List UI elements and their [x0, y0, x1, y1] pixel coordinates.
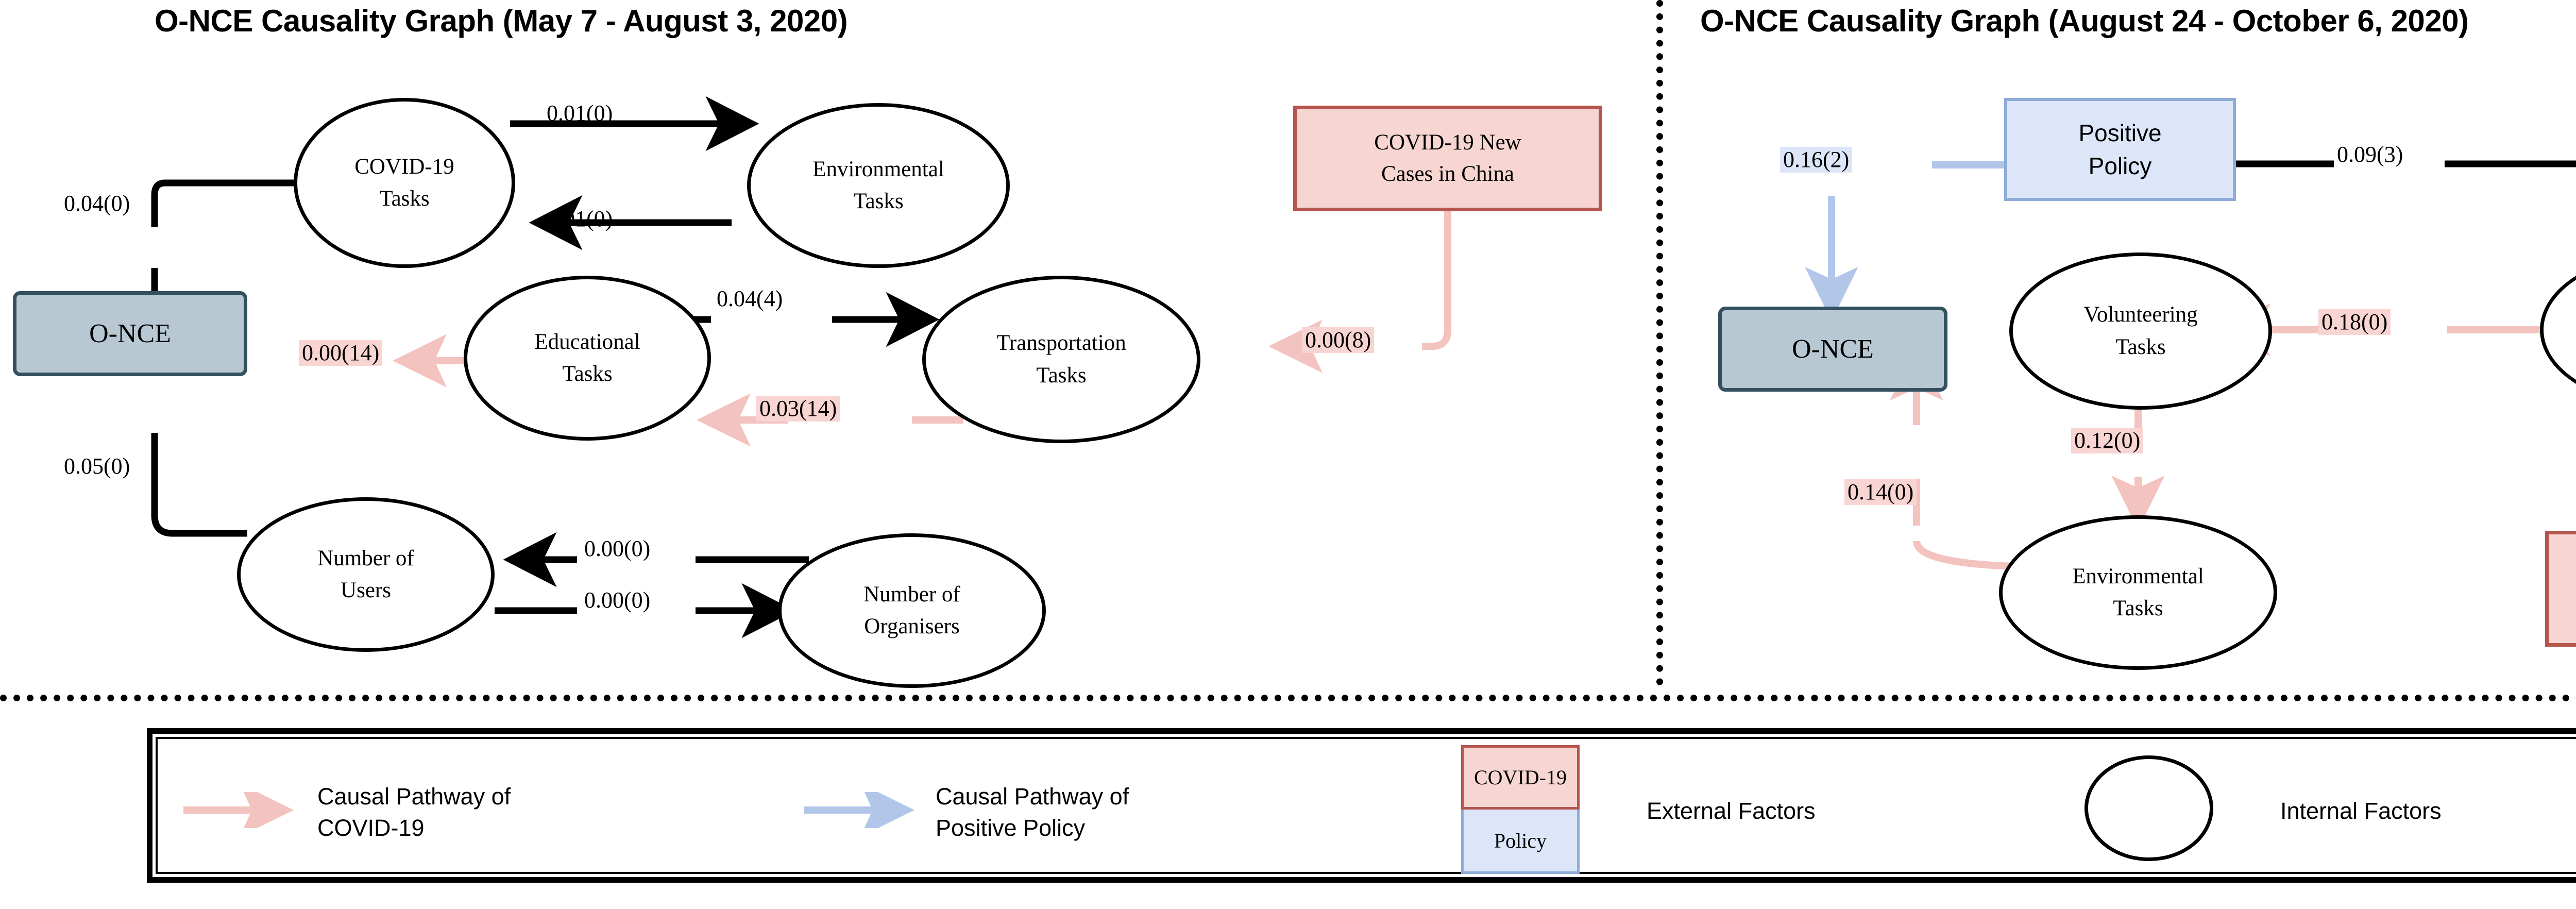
node-positive-policy-line1: Positive — [2078, 119, 2162, 146]
legend-external-factor-swatch: COVID-19 Policy — [1461, 745, 1580, 874]
edge-covidcases-to-transtasks-seg1 — [1422, 210, 1451, 350]
edge-users-to-once — [151, 433, 247, 537]
node-once-right[interactable]: O-NCE — [1718, 307, 1947, 392]
edge-label-covidtasks-once: 0.04(0) — [64, 191, 130, 216]
edge-label-env-once: 0.14(0) — [1844, 479, 1917, 506]
node-environmental-tasks-right-line2: Tasks — [2113, 596, 2163, 620]
horizontal-legend-divider — [0, 695, 2576, 701]
edge-label-organisers-users: 0.00(0) — [584, 536, 651, 561]
node-number-of-organisers-line2: Organisers — [864, 614, 960, 638]
edge-covidtasks-to-once-seg1 — [151, 179, 299, 227]
node-volunteering-tasks-line1: Volunteering — [2083, 302, 2198, 327]
node-transportation-tasks-line2: Tasks — [1036, 363, 1087, 388]
edge-policy-to-users-seg2 — [2445, 160, 2576, 167]
edge-label-transtasks-edutasks: 0.03(14) — [756, 396, 840, 422]
node-number-of-users-left[interactable]: Number of Users — [237, 497, 495, 652]
node-covid-new-cases-left[interactable]: COVID-19 New Cases in China — [1293, 106, 1602, 211]
node-environmental-tasks-left[interactable]: Environmental Tasks — [747, 103, 1010, 268]
node-environmental-tasks-right-line1: Environmental — [2072, 564, 2204, 588]
legend-internal-factors-label: Internal Factors — [2280, 798, 2442, 824]
edge-label-volunteering-env: 0.12(0) — [2071, 428, 2144, 454]
node-covid-new-cases-right[interactable]: COVID-19 New Cases in China — [2545, 531, 2576, 647]
edge-label-envtasks-covidtasks: 0.01(0) — [547, 206, 613, 231]
node-covid19-tasks[interactable]: COVID-19 Tasks — [294, 98, 515, 268]
legend-policy-pathway-line1: Causal Pathway of — [936, 783, 1129, 810]
edge-label-users-organisers: 0.00(0) — [584, 587, 651, 613]
legend-covid-pathway-line2: COVID-19 — [317, 814, 425, 841]
node-volunteering-tasks[interactable]: Volunteering Tasks — [2009, 252, 2272, 410]
node-number-of-organisers-line1: Number of — [863, 582, 960, 607]
node-once-right-label: O-NCE — [1792, 334, 1874, 364]
node-number-of-users-left-line1: Number of — [317, 546, 414, 570]
node-covid19-tasks-line1: COVID-19 — [354, 154, 454, 179]
left-panel-title: O-NCE Causality Graph (May 7 - August 3,… — [155, 4, 848, 38]
legend-policy-pathway-line2: Positive Policy — [936, 814, 1086, 841]
node-educational-tasks-line2: Tasks — [562, 362, 613, 386]
edge-label-users-once: 0.05(0) — [64, 453, 130, 479]
node-number-of-organisers[interactable]: Number of Organisers — [778, 533, 1046, 688]
node-environmental-tasks-right[interactable]: Environmental Tasks — [1999, 515, 2277, 670]
node-positive-policy-line2: Policy — [2088, 153, 2152, 179]
node-transportation-tasks[interactable]: Transportation Tasks — [922, 276, 1200, 443]
node-volunteering-tasks-line2: Tasks — [2115, 334, 2166, 359]
edge-label-edutasks-once: 0.00(14) — [299, 340, 383, 366]
node-number-of-users-left-line2: Users — [341, 578, 391, 602]
legend-internal-factor-ellipse-icon — [2084, 755, 2213, 861]
edge-label-users-volunteering: 0.18(0) — [2318, 309, 2391, 335]
legend-external-covid-swatch: COVID-19 — [1461, 745, 1580, 810]
legend-policy-pathway-text: Causal Pathway of Positive Policy — [936, 781, 1129, 844]
right-panel-title: O-NCE Causality Graph (August 24 - Octob… — [1700, 4, 2469, 38]
edge-label-policy-once: 0.16(2) — [1780, 147, 1853, 173]
node-covid-new-cases-left-line1: COVID-19 New — [1374, 130, 1521, 155]
node-environmental-tasks-left-line2: Tasks — [853, 189, 904, 213]
legend-external-policy-swatch: Policy — [1461, 810, 1580, 874]
node-covid19-tasks-line2: Tasks — [379, 187, 430, 211]
legend-panel: Causal Pathway of COVID-19 Causal Pathwa… — [147, 728, 2576, 883]
node-positive-policy[interactable]: Positive Policy — [2004, 98, 2236, 201]
vertical-panel-divider — [1656, 0, 1663, 685]
node-once-left[interactable]: O-NCE — [13, 291, 247, 376]
legend-external-factors-label: External Factors — [1647, 798, 1816, 824]
node-educational-tasks-line1: Educational — [534, 329, 640, 354]
legend-inner-border — [156, 737, 2576, 874]
legend-pink-arrow-icon — [183, 792, 294, 828]
node-once-left-label: O-NCE — [89, 319, 171, 348]
edge-label-covidtasks-envtasks: 0.01(0) — [547, 100, 613, 126]
node-covid-new-cases-left-line2: Cases in China — [1381, 161, 1514, 186]
legend-blue-arrow-icon — [804, 792, 914, 828]
legend-covid-pathway-line1: Causal Pathway of — [317, 783, 511, 810]
edge-label-policy-users: 0.09(3) — [2337, 142, 2403, 167]
legend-external-covid-label: COVID-19 — [1474, 766, 1567, 789]
node-educational-tasks[interactable]: Educational Tasks — [464, 276, 711, 441]
node-environmental-tasks-left-line1: Environmental — [812, 157, 944, 181]
legend-covid-pathway-text: Causal Pathway of COVID-19 — [317, 781, 511, 844]
node-transportation-tasks-line1: Transportation — [996, 331, 1126, 356]
legend-external-policy-label: Policy — [1494, 829, 1547, 852]
edge-label-edutasks-transtasks: 0.04(4) — [717, 286, 783, 311]
edge-label-covidcases-transtasks: 0.00(8) — [1302, 327, 1375, 354]
